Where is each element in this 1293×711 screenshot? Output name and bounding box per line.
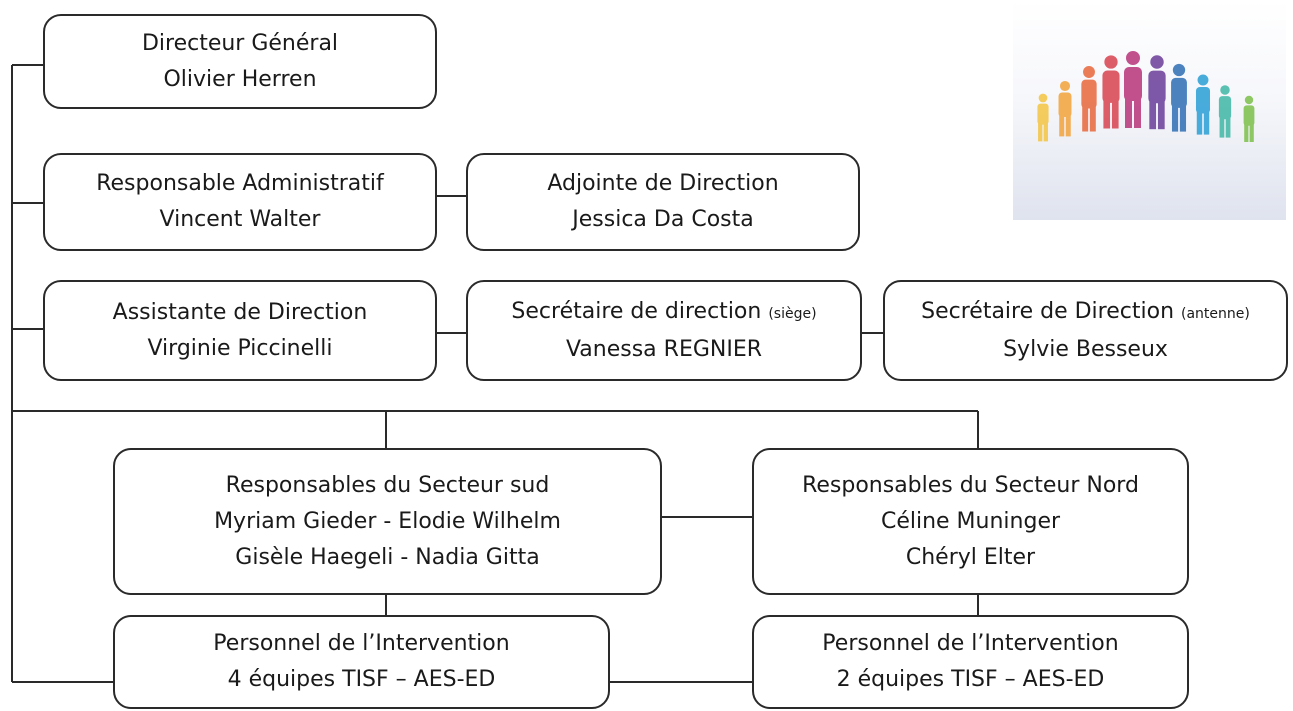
node-title: Secrétaire de Direction (antenne) — [921, 294, 1250, 332]
node-title-text: Secrétaire de Direction — [921, 298, 1175, 324]
node-title-text: Secrétaire de direction — [511, 298, 762, 324]
node-title-note: (siège) — [768, 305, 817, 322]
node-secteur-sud: Responsables du Secteur sud Myriam Giede… — [113, 448, 662, 595]
node-person: Virginie Piccinelli — [147, 335, 333, 361]
node-teams: 4 équipes TISF – AES-ED — [227, 667, 496, 692]
node-person: Vanessa REGNIER — [565, 336, 763, 362]
node-person: Olivier Herren — [163, 66, 317, 92]
node-directeur-general: Directeur Général Olivier Herren — [43, 14, 437, 109]
node-person: Jessica Da Costa — [572, 207, 754, 232]
node-title: Responsables du Secteur Nord — [802, 472, 1139, 498]
node-title-note: (antenne) — [1181, 305, 1250, 322]
node-person: Vincent Walter — [159, 207, 321, 232]
node-title: Personnel de l’Intervention — [822, 631, 1119, 656]
node-secretaire-siege: Secrétaire de direction (siège) Vanessa … — [466, 280, 862, 381]
node-person: Myriam Gieder - Elodie Wilhelm — [214, 508, 561, 534]
node-secretaire-antenne: Secrétaire de Direction (antenne) Sylvie… — [883, 280, 1288, 381]
people-group-icon — [1013, 0, 1286, 220]
node-title: Assistante de Direction — [112, 299, 368, 325]
node-person: Chéryl Elter — [905, 544, 1036, 570]
node-personnel-nord: Personnel de l’Intervention 2 équipes TI… — [752, 615, 1189, 709]
node-personnel-sud: Personnel de l’Intervention 4 équipes TI… — [113, 615, 610, 709]
node-person: Sylvie Besseux — [1003, 336, 1168, 362]
node-assistante-direction: Assistante de Direction Virginie Piccine… — [43, 280, 437, 381]
node-title: Secrétaire de direction (siège) — [511, 294, 816, 332]
node-secteur-nord: Responsables du Secteur Nord Céline Muni… — [752, 448, 1189, 595]
node-title: Responsable Administratif — [96, 171, 384, 196]
node-responsable-administratif: Responsable Administratif Vincent Walter — [43, 153, 437, 251]
node-title: Directeur Général — [141, 30, 339, 56]
node-teams: 2 équipes TISF – AES-ED — [836, 667, 1105, 692]
node-person: Céline Muninger — [880, 508, 1061, 534]
node-person: Gisèle Haegeli - Nadia Gitta — [235, 544, 540, 570]
node-title: Personnel de l’Intervention — [213, 631, 510, 656]
node-title: Responsables du Secteur sud — [225, 472, 550, 498]
node-adjointe-direction: Adjointe de Direction Jessica Da Costa — [466, 153, 860, 251]
node-title: Adjointe de Direction — [547, 171, 779, 196]
